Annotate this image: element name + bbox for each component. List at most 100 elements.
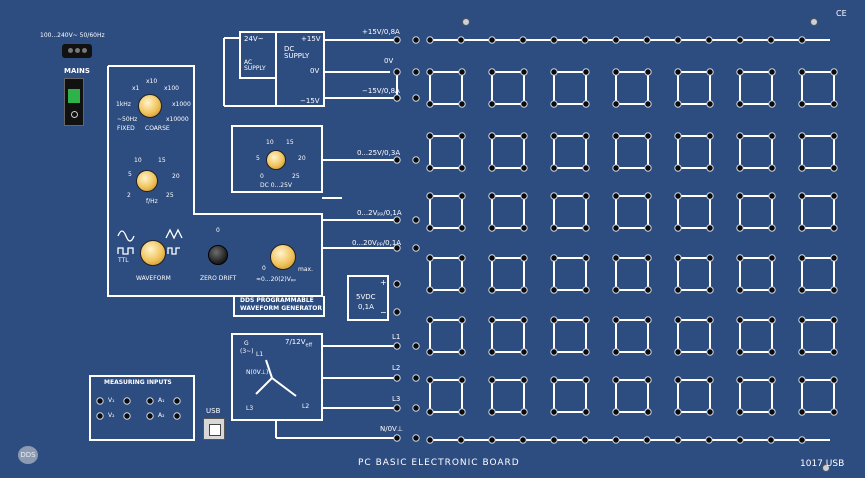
jack-socket[interactable] (830, 348, 838, 356)
jack-socket[interactable] (612, 408, 620, 416)
jack-socket[interactable] (736, 68, 744, 76)
jack-socket[interactable] (550, 68, 558, 76)
jack-socket[interactable] (520, 192, 528, 200)
jack-socket[interactable] (612, 316, 620, 324)
jack-socket[interactable] (582, 286, 590, 294)
jack-socket[interactable] (798, 408, 806, 416)
jack-socket[interactable] (582, 348, 590, 356)
jack-socket[interactable] (582, 164, 590, 172)
jack-socket[interactable] (706, 408, 714, 416)
jack-socket[interactable] (426, 316, 434, 324)
jack-socket[interactable] (458, 376, 466, 384)
measuring-jack[interactable] (146, 412, 154, 420)
jack-socket[interactable] (674, 316, 682, 324)
jack-socket[interactable] (426, 68, 434, 76)
jack-socket[interactable] (798, 192, 806, 200)
frequency-knob[interactable] (136, 170, 158, 192)
jack-socket[interactable] (830, 286, 838, 294)
jack-socket[interactable] (582, 68, 590, 76)
vdc-jack[interactable] (393, 280, 401, 288)
jack-socket[interactable] (458, 408, 466, 416)
jack-socket[interactable] (582, 408, 590, 416)
jack-socket[interactable] (520, 132, 528, 140)
jack-socket[interactable] (768, 132, 776, 140)
jack-socket[interactable] (644, 408, 652, 416)
jack-socket[interactable] (674, 192, 682, 200)
rail-jack[interactable] (736, 36, 744, 44)
jack-socket[interactable] (830, 68, 838, 76)
jack-socket[interactable] (520, 100, 528, 108)
rail-jack[interactable] (612, 36, 620, 44)
jack-socket[interactable] (458, 100, 466, 108)
jack-socket[interactable] (830, 224, 838, 232)
rail-jack[interactable] (457, 436, 465, 444)
jack-socket[interactable] (644, 132, 652, 140)
rail-jack[interactable] (798, 436, 806, 444)
jack-socket[interactable] (706, 100, 714, 108)
jack-socket[interactable] (550, 224, 558, 232)
jack-socket[interactable] (488, 316, 496, 324)
jack-socket[interactable] (520, 376, 528, 384)
mains-switch[interactable] (64, 78, 84, 126)
jack-socket[interactable] (426, 408, 434, 416)
jack-socket[interactable] (798, 100, 806, 108)
jack-socket[interactable] (830, 100, 838, 108)
jack-socket[interactable] (830, 164, 838, 172)
jack-socket[interactable] (768, 286, 776, 294)
jack-socket[interactable] (550, 100, 558, 108)
jack-socket[interactable] (798, 254, 806, 262)
jack-socket[interactable] (458, 254, 466, 262)
output-jack[interactable] (412, 216, 420, 224)
jack-socket[interactable] (830, 132, 838, 140)
rail-jack[interactable] (767, 36, 775, 44)
range-knob[interactable] (138, 94, 162, 118)
jack-socket[interactable] (612, 376, 620, 384)
jack-socket[interactable] (550, 408, 558, 416)
jack-socket[interactable] (582, 376, 590, 384)
jack-socket[interactable] (458, 286, 466, 294)
rail-jack[interactable] (488, 36, 496, 44)
jack-socket[interactable] (426, 164, 434, 172)
jack-socket[interactable] (550, 376, 558, 384)
rail-jack[interactable] (705, 436, 713, 444)
jack-socket[interactable] (830, 254, 838, 262)
jack-socket[interactable] (488, 286, 496, 294)
jack-socket[interactable] (426, 100, 434, 108)
jack-socket[interactable] (830, 316, 838, 324)
rail-jack[interactable] (457, 36, 465, 44)
jack-socket[interactable] (798, 224, 806, 232)
jack-socket[interactable] (736, 164, 744, 172)
jack-socket[interactable] (706, 348, 714, 356)
jack-socket[interactable] (798, 316, 806, 324)
jack-socket[interactable] (830, 408, 838, 416)
jack-socket[interactable] (458, 224, 466, 232)
jack-socket[interactable] (736, 132, 744, 140)
jack-socket[interactable] (644, 68, 652, 76)
jack-socket[interactable] (644, 224, 652, 232)
measuring-jack[interactable] (173, 397, 181, 405)
rail-jack[interactable] (581, 36, 589, 44)
rail-jack[interactable] (519, 36, 527, 44)
jack-socket[interactable] (488, 192, 496, 200)
rail-jack[interactable] (550, 36, 558, 44)
jack-socket[interactable] (830, 192, 838, 200)
rail-jack[interactable] (767, 436, 775, 444)
measuring-jack[interactable] (96, 397, 104, 405)
jack-socket[interactable] (674, 348, 682, 356)
jack-socket[interactable] (582, 132, 590, 140)
jack-socket[interactable] (674, 100, 682, 108)
rail-jack[interactable] (798, 36, 806, 44)
rail-jack[interactable] (426, 36, 434, 44)
jack-socket[interactable] (768, 100, 776, 108)
jack-socket[interactable] (550, 192, 558, 200)
jack-socket[interactable] (644, 164, 652, 172)
jack-socket[interactable] (488, 132, 496, 140)
jack-socket[interactable] (644, 192, 652, 200)
jack-socket[interactable] (520, 408, 528, 416)
jack-socket[interactable] (674, 224, 682, 232)
rail-jack[interactable] (581, 436, 589, 444)
output-jack[interactable] (412, 36, 420, 44)
output-jack[interactable] (393, 216, 401, 224)
jack-socket[interactable] (736, 254, 744, 262)
jack-socket[interactable] (736, 224, 744, 232)
